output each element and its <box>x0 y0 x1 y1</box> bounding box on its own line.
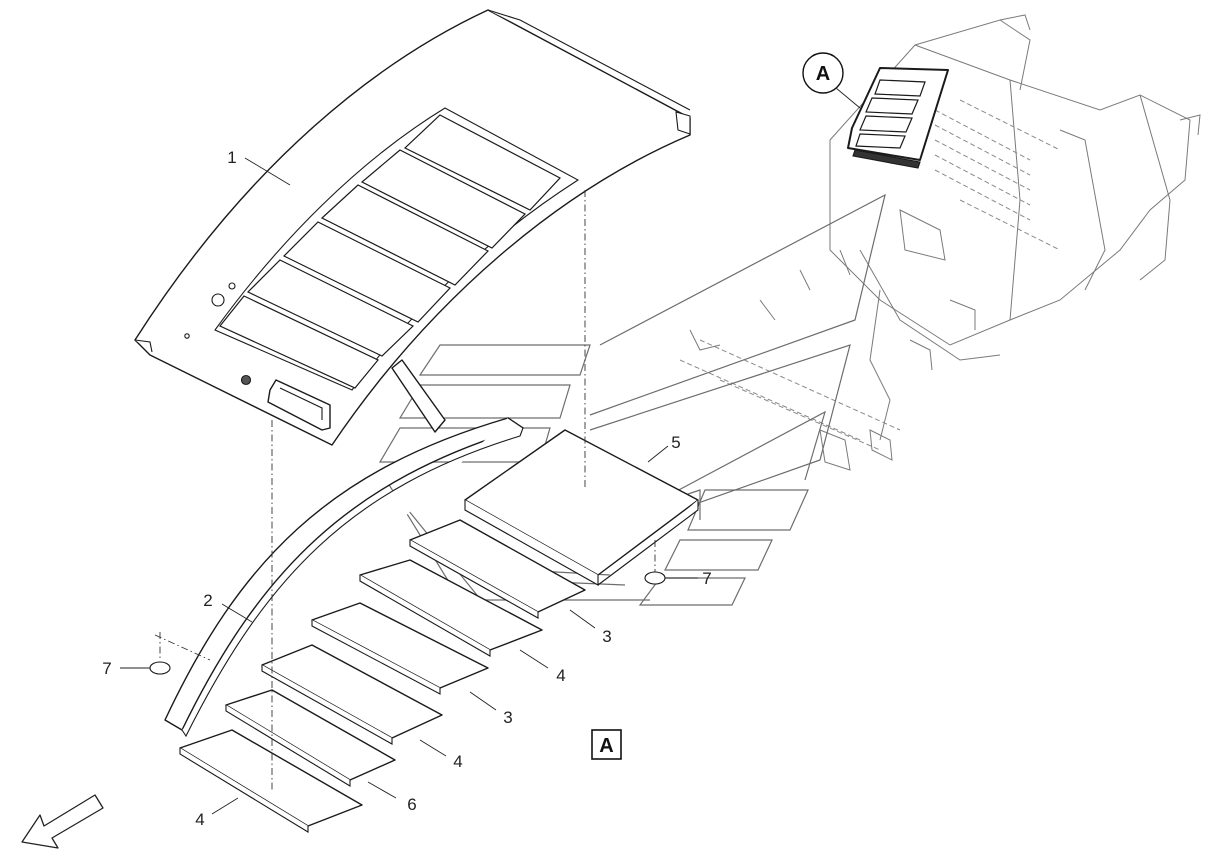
alignment-lines <box>154 190 656 790</box>
view-a-box-text: A <box>599 735 613 757</box>
view-a-circle-label: A <box>816 63 830 85</box>
direction-arrow-icon <box>21 794 104 849</box>
callout-5: 5 <box>671 433 680 452</box>
callout-3-lower: 3 <box>503 708 512 727</box>
part-1-louvered-cover <box>134 9 691 446</box>
highlighted-cover-on-machine <box>847 67 949 169</box>
callout-4-upper: 4 <box>556 666 565 685</box>
callout-6: 6 <box>407 795 416 814</box>
view-a-box-label: A <box>591 729 622 760</box>
callout-2: 2 <box>203 591 212 610</box>
part-7-pads <box>149 571 666 675</box>
callout-7-left: 7 <box>102 659 111 678</box>
callout-4-lower: 4 <box>195 810 204 829</box>
stacked-panels <box>179 519 586 833</box>
part-2-curved-strip <box>164 417 524 738</box>
part-5-panel <box>464 429 699 586</box>
leader-lines <box>120 157 698 815</box>
machine-overview <box>679 14 1201 471</box>
callout-1: 1 <box>227 148 236 167</box>
callout-4-middle: 4 <box>453 752 462 771</box>
callout-7-right: 7 <box>702 569 711 588</box>
callout-3-upper: 3 <box>602 627 611 646</box>
view-a-circle-callout: A <box>802 52 861 109</box>
callout-numbers: 1 2 7 7 5 3 4 3 4 6 4 <box>102 148 711 829</box>
